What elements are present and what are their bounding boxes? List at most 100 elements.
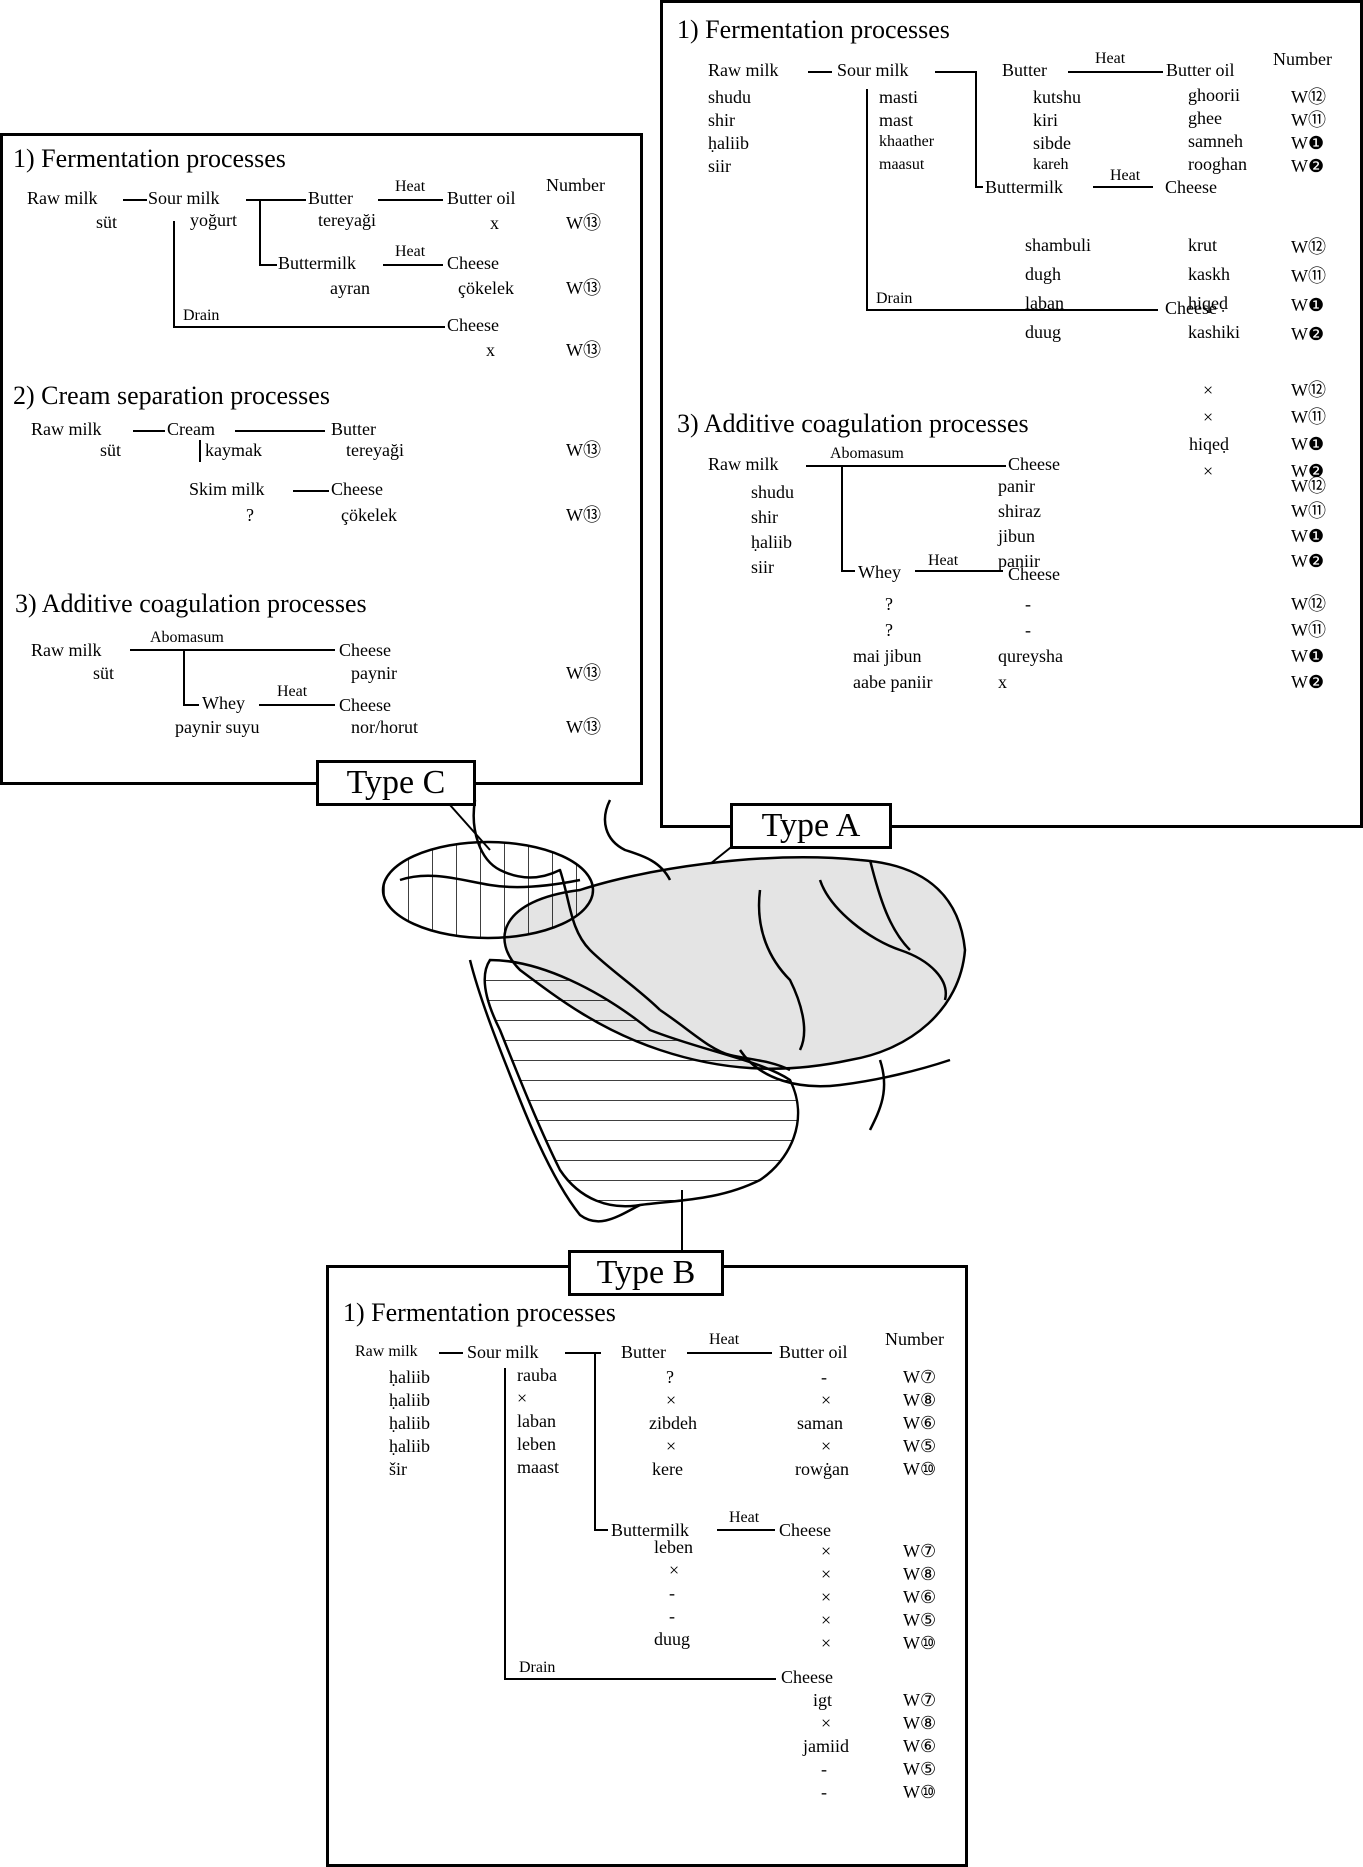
number-cell: W⑬ [566,717,601,737]
whey-label: Whey [202,693,245,713]
cheese-local: × [1203,461,1214,481]
whey-label: Whey [858,562,901,582]
sour-milk-local: leben [517,1434,556,1454]
butter-oil-local: samneh [1188,131,1243,151]
butter-local: zibdeh [649,1413,697,1433]
number-cell: W⑤ [903,1759,937,1779]
raw-milk-local: ḥaliib [389,1413,430,1433]
drain-label: Drain [183,307,220,324]
whey-local: ? [885,620,893,640]
number-cell: W⑧ [903,1713,937,1733]
number-cell: W❷ [1291,551,1325,571]
butter-oil-label: Butter oil [1166,60,1235,80]
section-title-fermentation: 1) Fermentation processes [677,15,950,44]
raw-milk-label: Raw milk [708,60,779,80]
section-title-additive: 3) Additive coagulation processes [677,409,1029,438]
sour-milk-local: yoğurt [190,210,237,230]
skim-milk-label: Skim milk [189,479,265,499]
buttermilk-label: Buttermilk [611,1520,689,1540]
cheese-local: kaskh [1188,264,1230,284]
sour-milk-label: Sour milk [148,188,220,208]
skim-milk-local: ? [246,505,254,525]
cheese-local: x [998,672,1007,692]
butter-local: tereyaği [346,440,404,460]
buttermilk-local: ayran [330,278,370,298]
raw-milk-local: shir [751,507,778,527]
raw-milk-local: šir [389,1459,407,1479]
butter-local: × [666,1436,677,1456]
raw-milk-local: ḥaliib [751,532,792,552]
type-c-panel: 1) Fermentation processes Number Raw mil… [0,133,643,785]
raw-milk-local: ḥaliib [389,1436,430,1456]
butter-oil-local: - [821,1367,827,1387]
whey-local: paynir suyu [175,717,260,737]
number-cell: W⑫ [1291,476,1326,496]
buttermilk-label: Buttermilk [278,253,356,273]
sour-milk-local: masti [879,87,918,107]
sour-milk-local: mast [879,110,913,130]
number-cell: W⑬ [566,213,601,233]
raw-milk-local: süt [100,440,122,460]
raw-milk-local: ḥaliib [389,1390,430,1410]
heat-label: Heat [1110,167,1141,184]
cheese-local: × [821,1564,832,1584]
butter-label: Butter [621,1342,666,1362]
number-cell: W⑧ [903,1390,937,1410]
butter-oil-local: x [490,213,499,233]
buttermilk-local: laban [1025,293,1064,313]
section-title-fermentation: 1) Fermentation processes [13,144,286,173]
number-cell: W⑪ [1291,266,1326,286]
number-cell: W⑩ [903,1459,937,1479]
cheese-local: paniir [998,551,1040,571]
raw-milk-local: ḥaliib [708,133,749,153]
number-cell: W⑤ [903,1610,937,1630]
number-cell: W❷ [1291,672,1325,692]
number-cell: W❶ [1291,133,1325,153]
butter-local: kiri [1033,110,1058,130]
buttermilk-local: duug [654,1629,690,1649]
buttermilk-label: Buttermilk [985,177,1063,197]
butter-oil-local: rooghan [1188,154,1247,174]
cheese-local: jamiid [803,1736,849,1756]
cheese-label: Cheese [779,1520,831,1540]
butter-label: Butter [1002,60,1047,80]
number-cell: W❶ [1291,434,1325,454]
cheese-local: hiqeḍ [1189,434,1229,454]
butter-local: kareh [1033,156,1069,173]
number-cell: W⑪ [1291,501,1326,521]
sour-milk-local: laban [517,1411,556,1431]
number-cell: W⑪ [1291,407,1326,427]
cheese-label: Cheese [1008,454,1060,474]
butter-local: sibde [1033,133,1071,153]
heat-label: Heat [729,1509,760,1526]
buttermilk-local: dugh [1025,264,1061,284]
sour-milk-label: Sour milk [467,1342,539,1362]
cheese-local: x [486,340,495,360]
cheese-label: Cheese [1165,298,1217,318]
cheese-local: × [821,1713,832,1733]
butter-label: Butter [331,419,376,439]
raw-milk-local: siir [708,156,732,176]
butter-oil-local: × [821,1436,832,1456]
number-cell: W⑫ [1291,237,1326,257]
heat-label: Heat [395,178,426,195]
cheese-local: shiraz [998,501,1041,521]
butter-oil-local: ghee [1188,108,1222,128]
cheese-local: igt [813,1690,833,1710]
number-cell: W⑫ [1291,380,1326,400]
number-cell: W⑬ [566,340,601,360]
cheese-local: krut [1188,235,1217,255]
type-b-panel: 1) Fermentation processes Number Raw mil… [326,1265,968,1867]
number-cell: W❶ [1291,526,1325,546]
cheese-local: × [821,1587,832,1607]
cream-label: Cream [167,419,215,439]
number-cell: W⑤ [903,1436,937,1456]
raw-milk-label: Raw milk [31,419,102,439]
butter-oil-local: saman [797,1413,843,1433]
number-cell: W⑬ [566,440,601,460]
raw-milk-label: Raw milk [708,454,779,474]
sour-milk-local: maasut [879,156,925,173]
cheese-local: çökelek [458,278,514,298]
number-cell: W❷ [1291,461,1325,481]
